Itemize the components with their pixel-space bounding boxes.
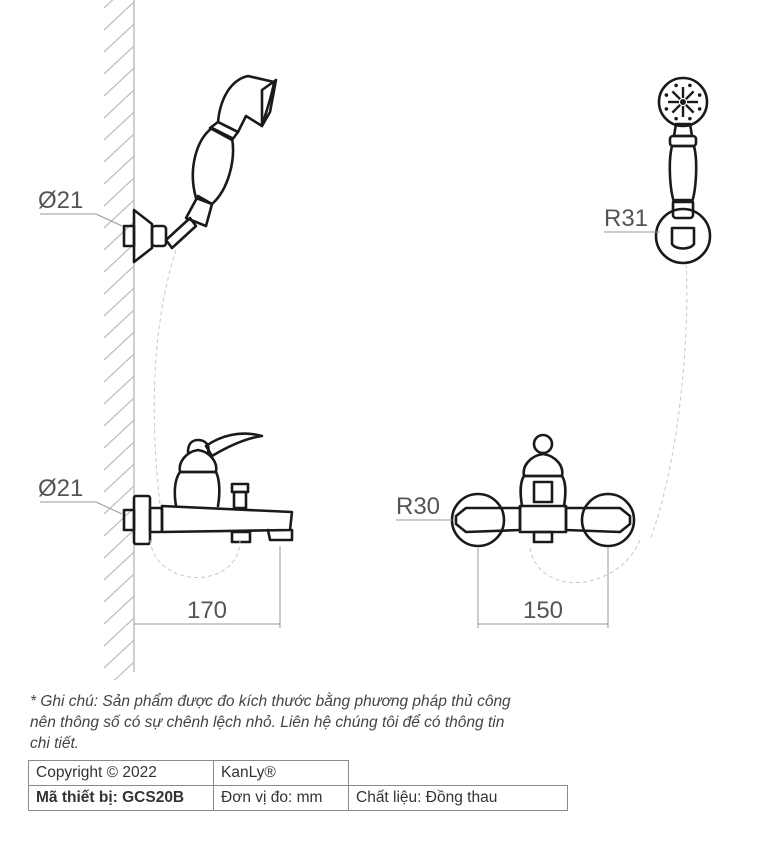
nozzle-dot	[688, 116, 692, 121]
hatch-line	[103, 133, 135, 163]
nozzle-ray	[684, 103, 695, 114]
spray-nozzles	[664, 83, 702, 121]
hatch-line	[103, 353, 135, 383]
hatch-line	[103, 199, 135, 229]
nozzle-dot	[688, 83, 692, 88]
hatch-line	[103, 595, 135, 625]
nozzle-ray	[671, 90, 682, 101]
note-line: nên thông số có sự chênh lệch nhỏ. Liên …	[30, 714, 505, 731]
nozzle-ray	[684, 90, 695, 101]
hatch-line	[103, 419, 135, 449]
brand-cell: KanLy®	[213, 760, 349, 786]
side-view-hand-shower	[122, 74, 278, 521]
hatch-line	[103, 89, 135, 119]
nozzle-dot	[674, 116, 678, 121]
spec-row: Copyright © 2022 KanLy®	[28, 760, 567, 786]
hatch-line	[103, 287, 135, 317]
hatch-line	[103, 23, 135, 53]
hatch-line	[103, 441, 135, 471]
hatch-line	[103, 507, 135, 537]
hatch-line	[103, 551, 135, 581]
hatch-line	[103, 0, 114, 9]
mixer-inlet-diameter-label: Ø21	[38, 475, 83, 502]
nozzle-dot	[697, 93, 702, 97]
nozzle-dot	[664, 93, 669, 97]
empty-cell	[348, 760, 567, 786]
dimension-lines	[40, 213, 660, 628]
hatch-line	[103, 375, 135, 405]
hatch-line	[103, 331, 135, 361]
front-spacing-label: 150	[523, 597, 563, 624]
hatch-line	[103, 529, 135, 559]
hatch-line	[103, 463, 135, 493]
hatch-line	[103, 265, 135, 295]
hatch-line	[103, 45, 135, 75]
hatch-line	[103, 639, 135, 669]
front-view-mixer	[450, 433, 641, 583]
side-depth-label: 170	[187, 597, 227, 624]
measurement-note: * Ghi chú: Sản phẩm được đo kích thước b…	[30, 691, 570, 754]
holder-radius-label: R31	[604, 205, 648, 232]
hatch-line	[103, 1, 135, 31]
hatch-line	[103, 67, 135, 97]
hatch-line	[103, 397, 135, 427]
nozzle-dot	[674, 83, 678, 88]
escutcheon-radius-label: R30	[396, 493, 440, 520]
side-view-mixer	[122, 432, 294, 578]
nozzle-dot	[697, 107, 702, 111]
flange-diameter-label: Ø21	[38, 187, 83, 214]
technical-drawing: Ø21 Ø21 R31 R30 170 150	[38, 0, 712, 680]
spec-table: Copyright © 2022 KanLy® Mã thiết bị: GCS…	[28, 760, 568, 811]
model-cell: Mã thiết bị: GCS20B	[28, 785, 214, 811]
wall	[103, 0, 135, 680]
spec-row: Mã thiết bị: GCS20B Đơn vị đo: mm Chất l…	[28, 785, 568, 811]
hatch-line	[103, 485, 135, 515]
hatch-line	[103, 155, 135, 185]
hatch-line	[103, 617, 135, 647]
hatch-line	[103, 111, 135, 141]
nozzle-dot	[664, 107, 669, 111]
nozzle-ray	[671, 103, 682, 114]
unit-cell: Đơn vị đo: mm	[213, 785, 349, 811]
hatch-line	[103, 177, 135, 207]
hatch-line	[103, 243, 135, 273]
note-line: * Ghi chú: Sản phẩm được đo kích thước b…	[30, 693, 511, 710]
nozzle-hub	[680, 99, 686, 105]
wall-hatching	[103, 0, 135, 680]
front-view-hand-shower	[649, 76, 712, 541]
hatch-line	[113, 661, 135, 680]
note-line: chi tiết.	[30, 735, 80, 752]
hatch-line	[103, 309, 135, 339]
copyright-cell: Copyright © 2022	[28, 760, 214, 786]
material-cell: Chất liệu: Đồng thau	[348, 785, 568, 811]
hatch-line	[103, 573, 135, 603]
